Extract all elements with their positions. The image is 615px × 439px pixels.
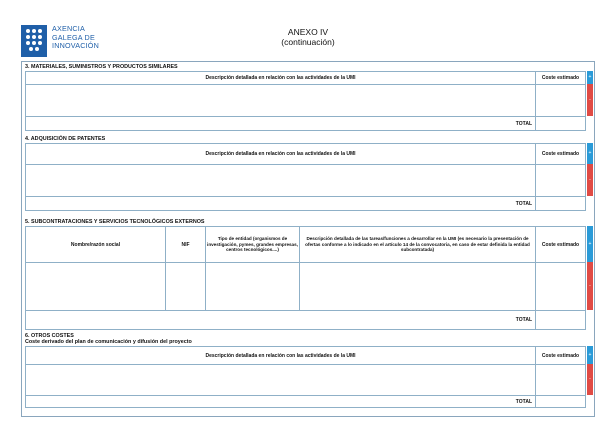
subcontracting-total-label: TOTAL xyxy=(26,311,536,329)
subcontracting-name-input[interactable] xyxy=(26,263,166,311)
other-add-row-button[interactable]: + xyxy=(587,346,593,364)
materials-table: Descripción detallada en relación con la… xyxy=(25,71,586,131)
subcontracting-entity-type-input[interactable] xyxy=(206,263,300,311)
subcontracting-cost-input[interactable] xyxy=(536,263,585,311)
agency-logo: AXENCIA GALEGA DE INNOVACIÓN xyxy=(21,24,141,59)
subcontracting-description-header: Descripción detallada de las tareas/func… xyxy=(300,227,536,263)
patents-description-header: Descripción detallada en relación con la… xyxy=(26,144,536,165)
patents-table: Descripción detallada en relación con la… xyxy=(25,143,586,211)
subcontracting-entity-type-header: Tipo de entidad (organismos de investiga… xyxy=(206,227,300,263)
patents-cost-input[interactable] xyxy=(536,165,585,197)
materials-cost-input[interactable] xyxy=(536,85,585,117)
galicia-emblem-icon xyxy=(21,25,47,57)
section-other-subtitle: Coste derivado del plan de comunicación … xyxy=(25,339,192,345)
subcontracting-description-input[interactable] xyxy=(300,263,536,311)
section-patents-title: 4. ADQUISICIÓN DE PATENTES xyxy=(25,136,106,142)
other-description-header: Descripción detallada en relación con la… xyxy=(26,347,536,365)
materials-cost-header: Coste estimado xyxy=(536,72,585,85)
patents-add-row-button[interactable]: + xyxy=(587,143,593,164)
patents-description-input[interactable] xyxy=(26,165,536,197)
other-cost-header: Coste estimado xyxy=(536,347,585,365)
subcontracting-nif-header: NIF xyxy=(166,227,206,263)
other-cost-input[interactable] xyxy=(536,365,585,396)
other-costs-table: Descripción detallada en relación con la… xyxy=(25,346,586,408)
section-other-title: 6. OTROS COSTES xyxy=(25,333,74,339)
materials-remove-row-button[interactable]: - xyxy=(587,84,593,116)
subcontracting-add-row-button[interactable]: + xyxy=(587,226,593,262)
form-page: AXENCIA GALEGA DE INNOVACIÓN ANEXO IV (c… xyxy=(21,8,595,417)
subcontracting-table: Nombre/razón social NIF Tipo de entidad … xyxy=(25,226,586,330)
subcontracting-name-header: Nombre/razón social xyxy=(26,227,166,263)
subcontracting-nif-input[interactable] xyxy=(166,263,206,311)
section-subcontracting-title: 5. SUBCONTRATACIONES Y SERVICIOS TECNOLÓ… xyxy=(25,219,205,225)
other-remove-row-button[interactable]: - xyxy=(587,364,593,395)
materials-total-value xyxy=(536,117,585,130)
agency-name: AXENCIA GALEGA DE INNOVACIÓN xyxy=(52,24,99,51)
materials-total-label: TOTAL xyxy=(26,117,536,130)
annex-title: ANEXO IV (continuación) xyxy=(281,27,335,47)
patents-total-label: TOTAL xyxy=(26,197,536,210)
section-materials-title: 3. MATERIALES, SUMINISTROS Y PRODUCTOS S… xyxy=(25,64,178,70)
subcontracting-total-value xyxy=(536,311,585,329)
other-total-label: TOTAL xyxy=(26,396,536,407)
other-description-input[interactable] xyxy=(26,365,536,396)
materials-add-row-button[interactable]: + xyxy=(587,71,593,84)
materials-description-input[interactable] xyxy=(26,85,536,117)
other-total-value xyxy=(536,396,585,407)
patents-remove-row-button[interactable]: - xyxy=(587,164,593,196)
patents-total-value xyxy=(536,197,585,210)
subcontracting-cost-header: Coste estimado xyxy=(536,227,585,263)
subcontracting-remove-row-button[interactable]: - xyxy=(587,262,593,310)
patents-cost-header: Coste estimado xyxy=(536,144,585,165)
materials-description-header: Descripción detallada en relación con la… xyxy=(26,72,536,85)
form-frame xyxy=(21,61,595,417)
